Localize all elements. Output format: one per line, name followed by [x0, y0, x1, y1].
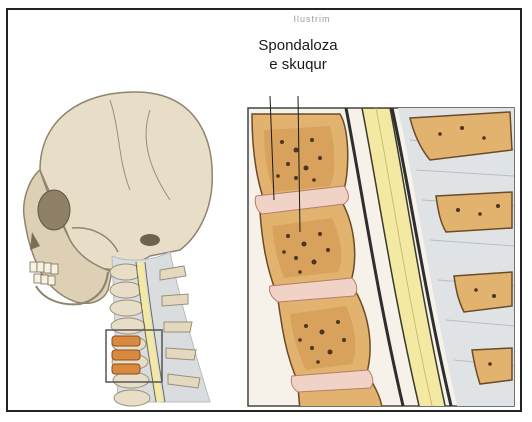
- label-line-1: Spondaloza: [228, 36, 368, 55]
- label-line-2: e skuqur: [228, 55, 368, 74]
- faded-header-text: Ilustrim: [256, 14, 368, 24]
- spondylosis-label: Spondaloza e skuqur: [228, 36, 368, 74]
- cervical-spine-illustration: [106, 252, 210, 406]
- magnified-spine-section: [248, 96, 514, 410]
